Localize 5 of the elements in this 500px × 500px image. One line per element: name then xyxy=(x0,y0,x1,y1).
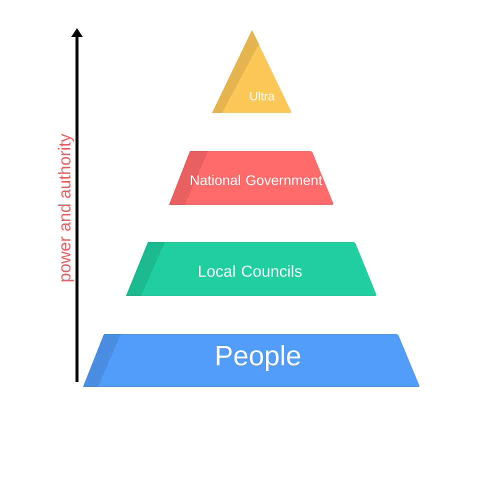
pyramid-tier: Local Councils xyxy=(126,242,376,296)
axis-label: power and authority xyxy=(58,134,74,282)
pyramid-tier: People xyxy=(83,334,420,387)
pyramid-tier: Ultra xyxy=(212,30,292,113)
pyramid-tier: National Government xyxy=(169,151,334,205)
